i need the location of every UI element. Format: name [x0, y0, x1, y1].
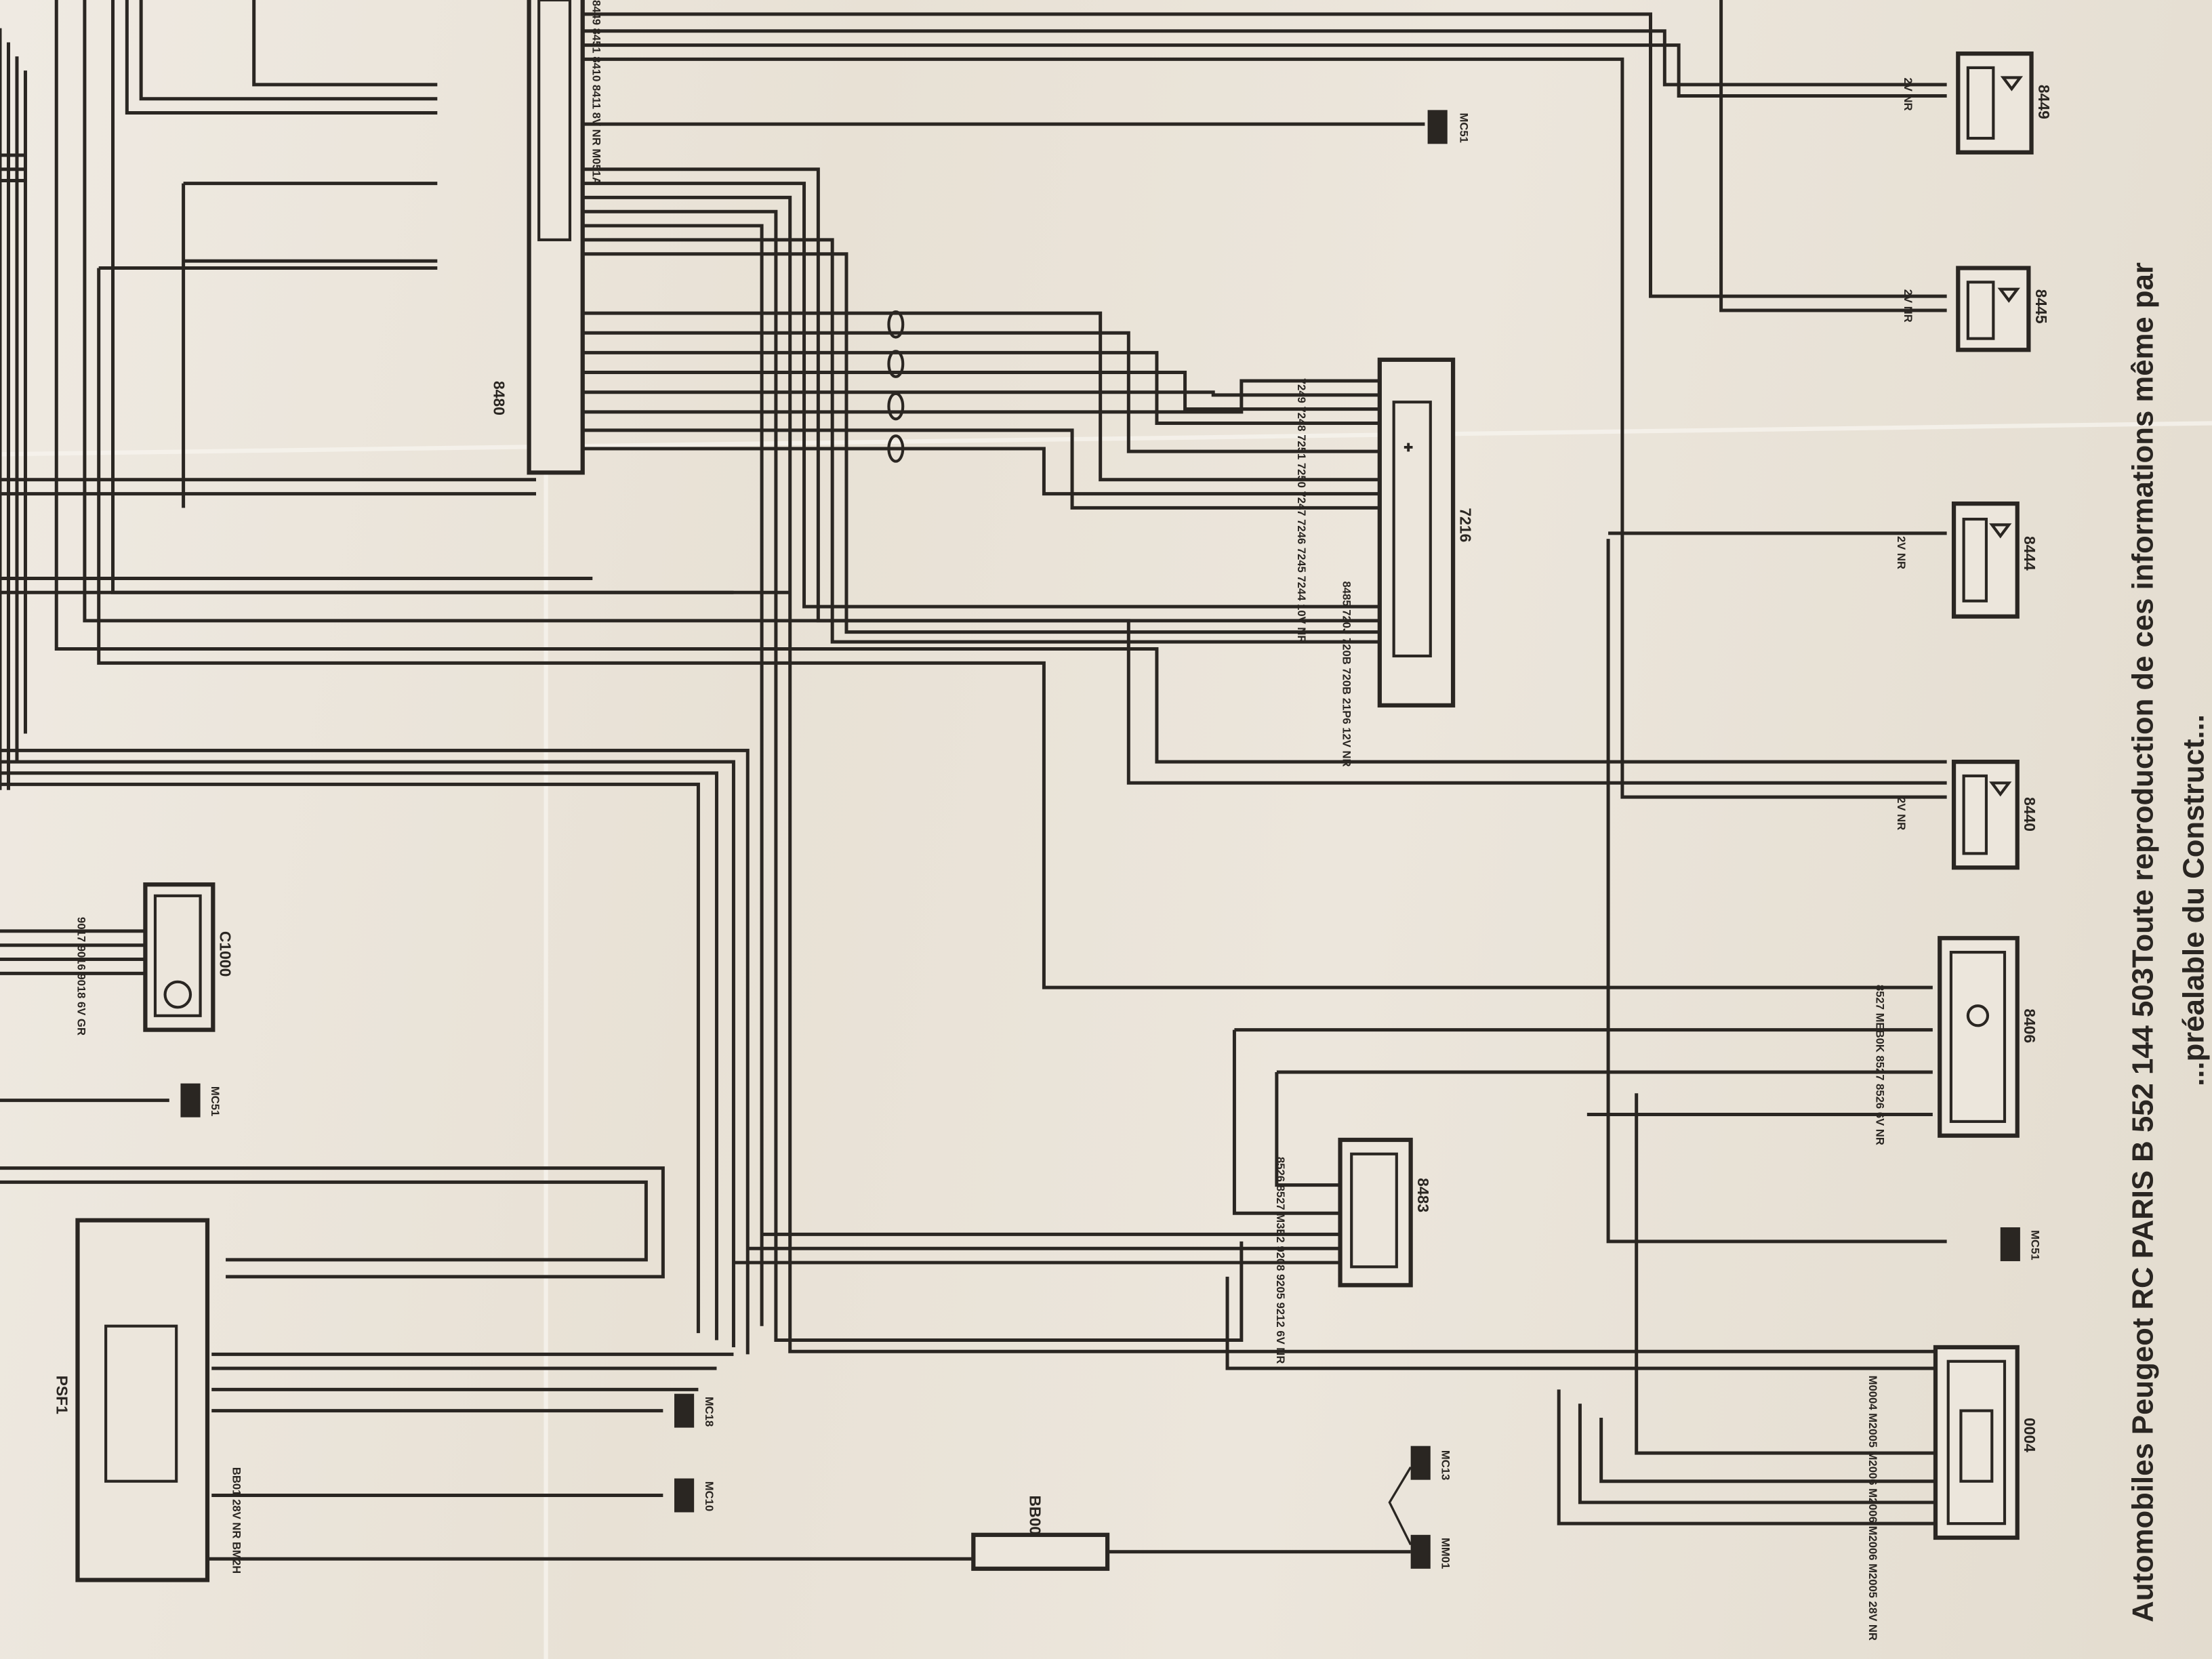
wire-label-8483: 8526 8527 M3E2 9208 9205 9212 6V NR — [1274, 1157, 1287, 1364]
unit-7216: ✚ 7216 — [1377, 357, 1474, 708]
wire-label-psf1: BB01 28V NR BM2H — [230, 1467, 243, 1574]
speaker-8444: 8444 — [1951, 501, 2039, 619]
component-label: BB00 — [1027, 1496, 1044, 1535]
wire-label-0004: M0004 M2005 M2006 M2006 M2006 M2005 28V … — [1866, 1376, 1879, 1641]
component-label: 8449 — [2035, 85, 2053, 119]
speaker-pin-label: 2V NR — [1902, 77, 1914, 110]
speaker-pin-label: 2V NR — [1895, 797, 1908, 830]
unit-8483: 8483 — [1338, 1137, 1432, 1288]
speaker-8449: 8449 — [1956, 51, 2053, 155]
component-label: 8406 — [2021, 1008, 2039, 1043]
speaker-8440: 8440 — [1951, 759, 2039, 870]
ground-label: MC13 — [1439, 1450, 1452, 1480]
ground-label: MM01 — [1439, 1538, 1452, 1569]
copyright-footer: Automobiles Peugeot RC PARIS B 552 144 5… — [2127, 262, 2160, 1622]
wire-label-c1000: 9017 9016 9018 6V GR — [75, 917, 87, 1036]
connector-8480: 8480 — [491, 0, 585, 475]
display-8406: 8406 — [1938, 936, 2039, 1138]
component-label: 8445 — [2032, 289, 2050, 324]
speaker-8445: 8445 — [1956, 266, 2050, 352]
component-label: 8483 — [1414, 1178, 1432, 1212]
paper-fold — [0, 421, 2212, 457]
ground-label: MC10 — [703, 1481, 716, 1511]
fuse-box-psf1: PSF1 — [53, 1218, 210, 1582]
component-label: 7216 — [1456, 508, 1474, 542]
twisted-pair-markers — [887, 310, 905, 463]
ground-points: MC51 MC51 MC51 MC18 MC10 MC13 MM01 — [180, 110, 2042, 1569]
component-label: 8444 — [2021, 536, 2039, 571]
component-label: 8480 — [491, 381, 508, 415]
component-label: PSF1 — [53, 1376, 70, 1414]
wire-label-8480: 8449 8451 8410 8411 8V NR M051A — [590, 0, 602, 185]
wire-label-7216: 7249 7248 7251 7250 7247 7246 7245 7244 … — [1295, 378, 1308, 644]
component-label: C1000 — [217, 931, 234, 977]
connector-bb00: BB00 — [971, 1496, 1110, 1571]
ground-label: MC51 — [1457, 113, 1470, 143]
speaker-pin-label: 2V NR — [1902, 289, 1914, 323]
component-label: 0004 — [2021, 1418, 2039, 1452]
component-label: 8440 — [2021, 797, 2039, 832]
speaker-pin-label: 2V NR — [1895, 536, 1908, 569]
wire-label-8406: 8527 MEB0K 8527 8526 6V NR — [1874, 985, 1887, 1145]
wire-labels: 7249 7248 7251 7250 7247 7246 7245 7244 … — [75, 0, 1914, 1641]
wires-8480 — [54, 0, 1947, 1561]
ground-label: MC51 — [209, 1086, 222, 1116]
wire-label-7216b: 8485 720J 720B 720B 21P6 12V NR — [1340, 581, 1353, 767]
cross-icon: ✚ — [1404, 441, 1413, 454]
ground-label: MC51 — [2029, 1230, 2042, 1260]
copyright-footer-line2: ...préalable du Construct... — [2177, 714, 2211, 1086]
ground-label: MC18 — [703, 1397, 716, 1427]
unit-c1000: C1000 — [143, 882, 234, 1032]
unit-0004: 0004 — [1933, 1345, 2039, 1540]
